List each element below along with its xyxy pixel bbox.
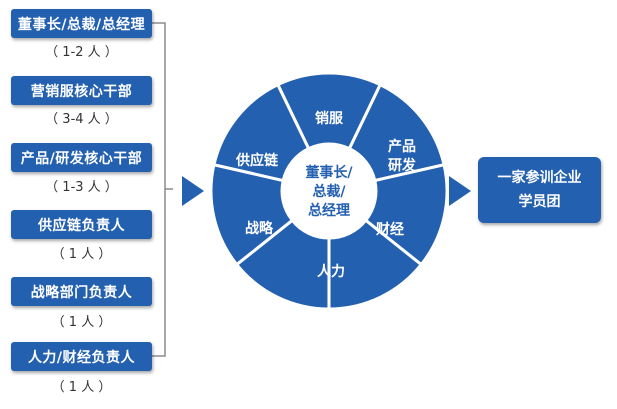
segment-label-product: 产品 — [388, 138, 416, 155]
role-label: 董事长/总裁/总经理 — [17, 16, 146, 33]
arrow-right-icon — [182, 176, 204, 206]
segment-label-finance: 财经 — [375, 221, 404, 238]
wheel-center — [282, 144, 376, 238]
segment-label-sales-service: 销服 — [315, 110, 344, 127]
role-label: 营销服核心干部 — [30, 83, 133, 100]
role-count: （ 1 人 ） — [51, 246, 112, 262]
role-box-product-rnd: 产品/研发核心干部 — [11, 143, 152, 172]
result-box: 一家参训企业 学员团 — [478, 157, 601, 223]
segment-label-supply-chain: 供应链 — [235, 152, 279, 169]
role-box-strategy: 战略部门负责人 — [11, 277, 152, 306]
grouping-bracket — [152, 22, 173, 357]
center-label-line-3: 总经理 — [308, 202, 350, 219]
role-count: （ 1 人 ） — [51, 314, 112, 330]
role-box-ceo: 董事长/总裁/总经理 — [11, 9, 152, 38]
role-count: （ 1-3 人 ） — [45, 179, 118, 195]
role-label: 产品/研发核心干部 — [20, 150, 143, 167]
segment-label-hr: 人力 — [317, 263, 345, 280]
role-label: 供应链负责人 — [38, 217, 125, 234]
segment-label-rnd: 研发 — [388, 157, 417, 174]
role-count: （ 3-4 人 ） — [45, 111, 118, 127]
role-count: （ 1 人 ） — [51, 379, 112, 395]
role-box-hr-finance: 人力/财经负责人 — [11, 342, 152, 371]
segment-label-strategy: 战略 — [245, 220, 274, 237]
role-count: （ 1-2 人 ） — [45, 44, 118, 60]
result-label-line-2: 学员团 — [518, 194, 561, 210]
arrow-right-icon — [449, 176, 471, 206]
role-label: 战略部门负责人 — [30, 284, 133, 301]
result-label-line-1: 一家参训企业 — [497, 170, 582, 186]
role-box-sales-service: 营销服核心干部 — [11, 76, 152, 105]
role-box-supply-chain: 供应链负责人 — [11, 210, 152, 239]
center-label-line-2: 总裁/ — [312, 183, 346, 200]
role-label: 人力/财经负责人 — [27, 349, 136, 366]
center-label-line-1: 董事长/ — [305, 164, 353, 181]
